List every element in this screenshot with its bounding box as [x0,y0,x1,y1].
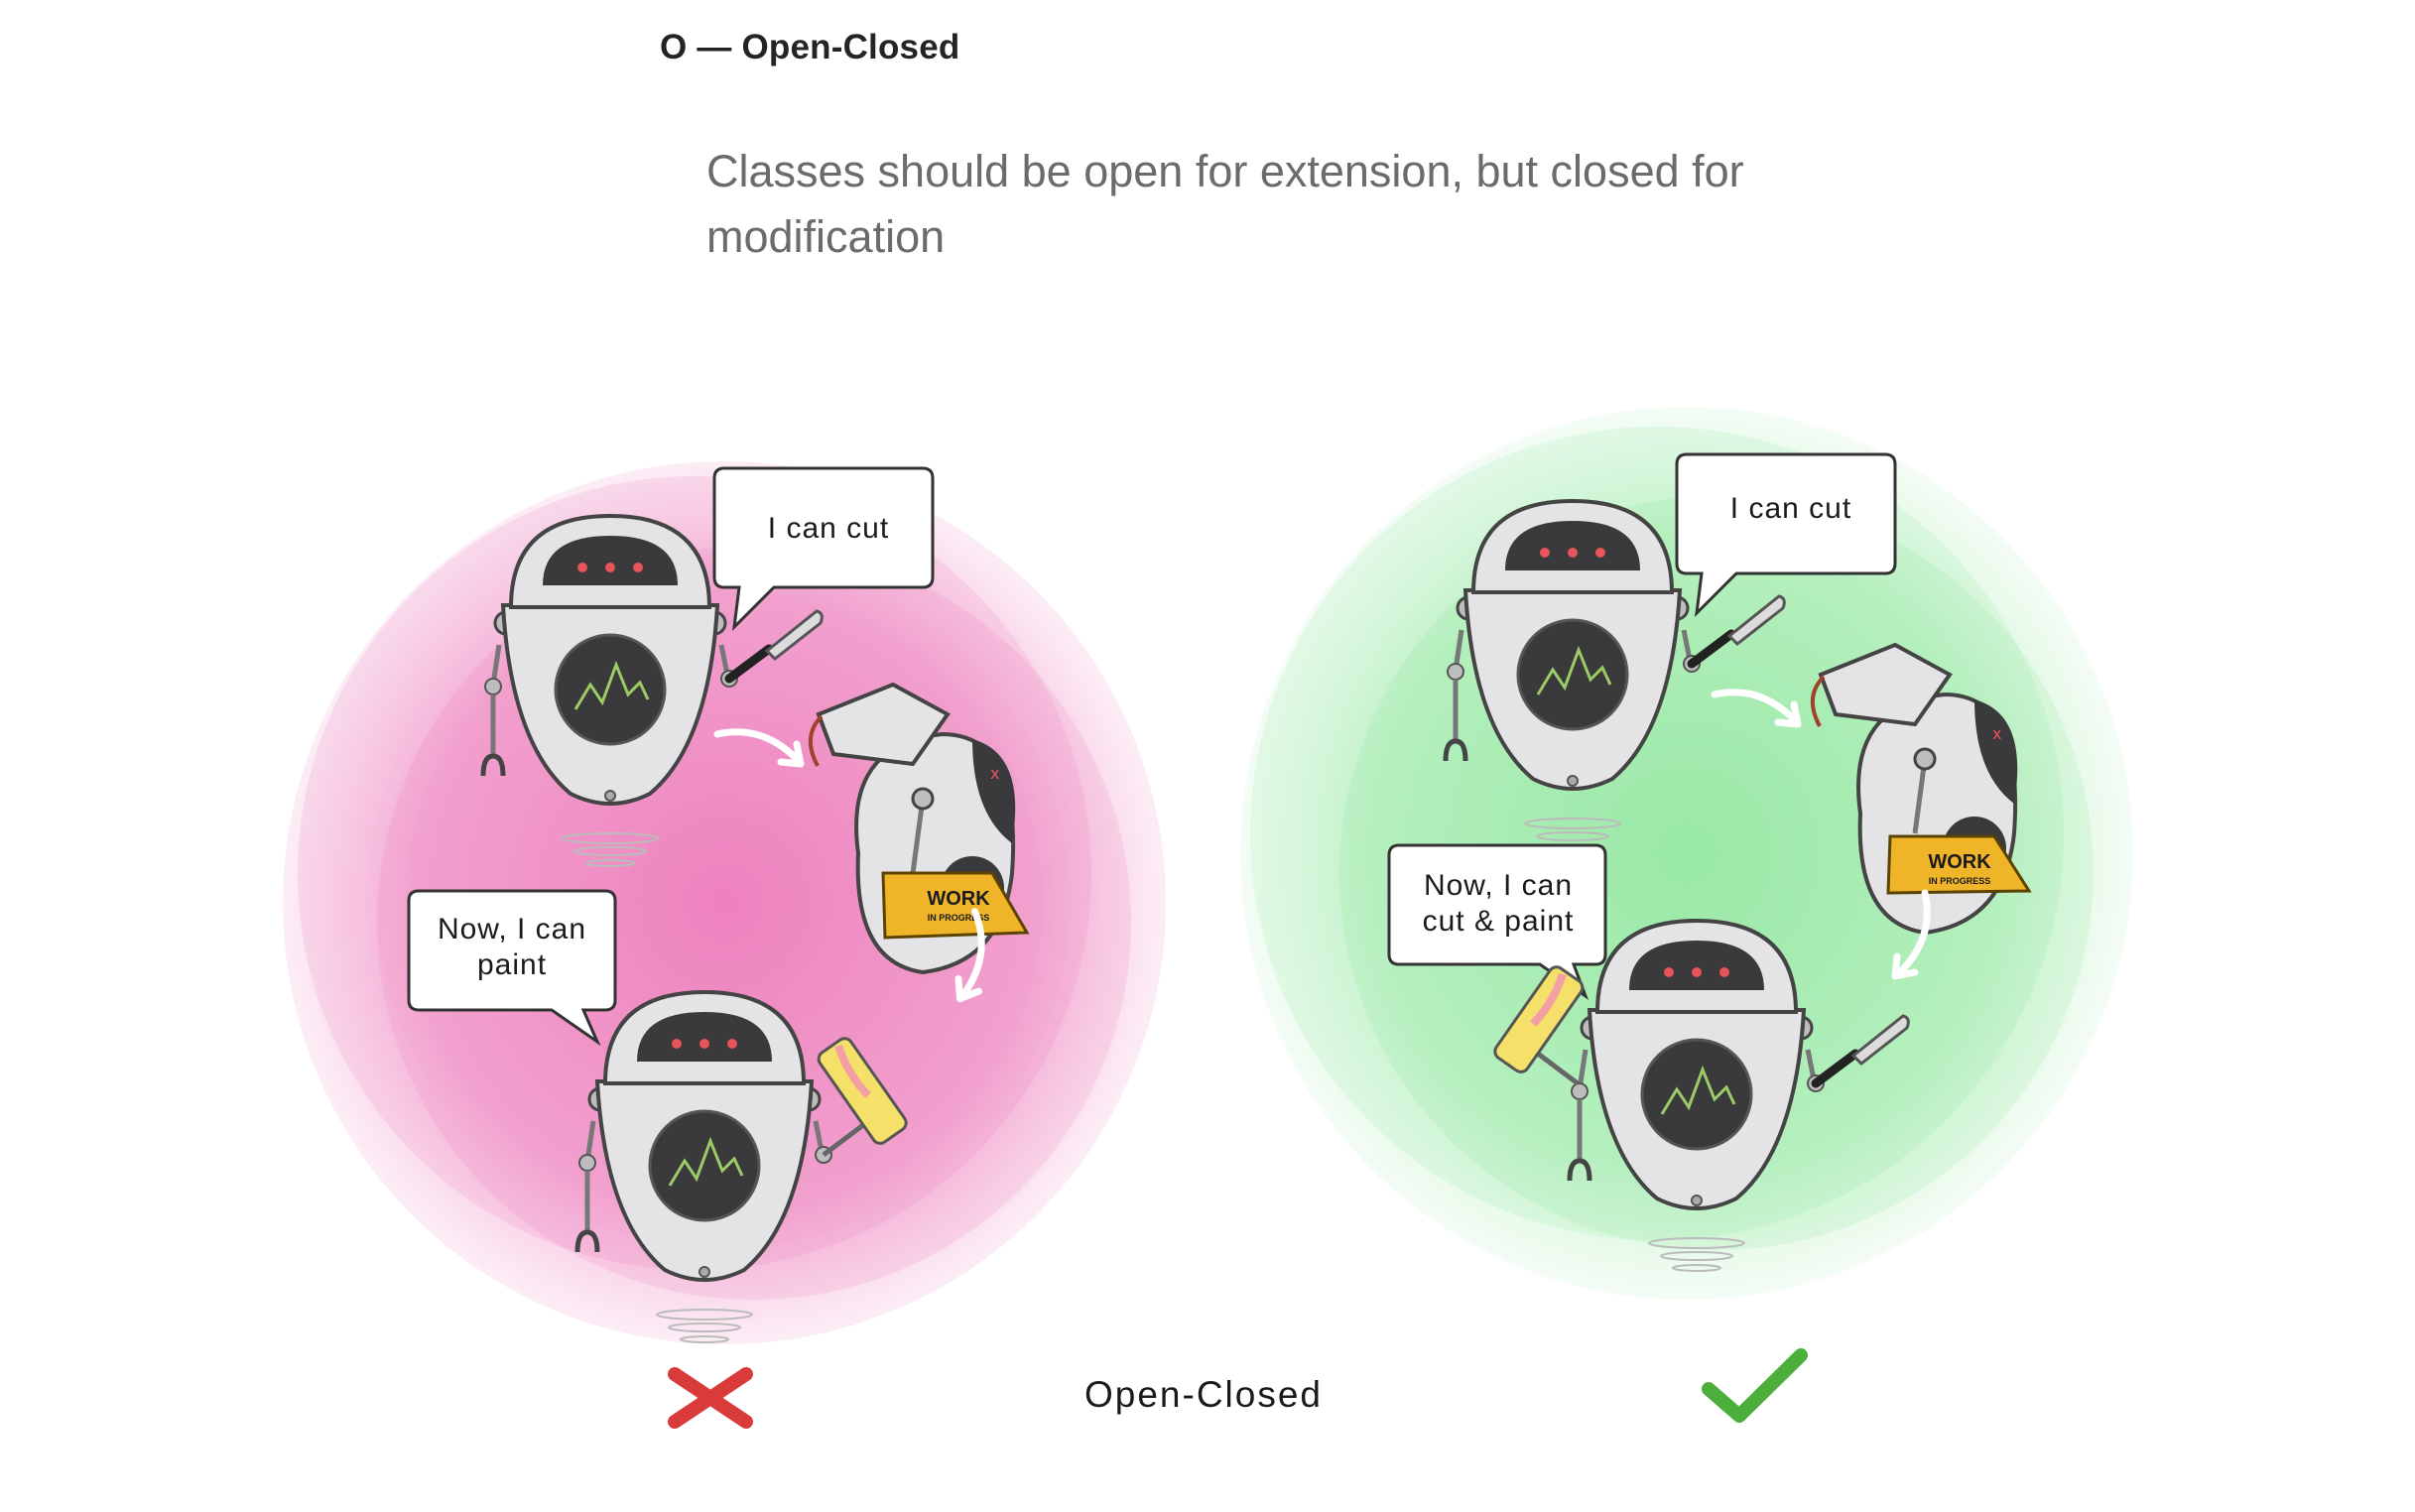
svg-text:Now, I can: Now, I can [438,913,586,945]
svg-text:WORK: WORK [1928,851,1991,873]
svg-text:I can cut: I can cut [1730,492,1851,525]
svg-text:WORK: WORK [927,888,990,910]
green-watercolor-blob [1240,407,2133,1300]
svg-text:IN PROGRESS: IN PROGRESS [928,913,990,923]
svg-text:cut & paint: cut & paint [1423,905,1575,938]
pink-watercolor-blob [283,461,1166,1344]
check-icon [1702,1348,1808,1423]
svg-text:IN PROGRESS: IN PROGRESS [1929,876,1991,886]
speech-bubble-top: I can cut [1675,452,1897,618]
svg-text:Now, I can: Now, I can [1424,869,1573,902]
section-heading: O — Open-Closed [660,28,960,66]
work-sign: WORK IN PROGRESS [1886,834,2032,895]
speech-bubble-bottom: Now, I can paint [407,889,617,1047]
work-sign: WORK IN PROGRESS [881,871,1030,940]
cross-icon [668,1367,753,1429]
principle-quote: Classes should be open for extension, bu… [706,146,1744,262]
svg-text:paint: paint [477,948,547,981]
left-panel-violation: I can cut WORK IN PROGRESS Now, I can pa… [283,461,1166,1344]
figure-caption: Open-Closed [1084,1374,1323,1415]
right-panel-compliant: I can cut WORK IN PROGRESS Now, I can cu… [1240,407,2133,1300]
bubble-text-cut: I can cut [768,512,889,545]
speech-bubble-top: I can cut [712,466,935,632]
